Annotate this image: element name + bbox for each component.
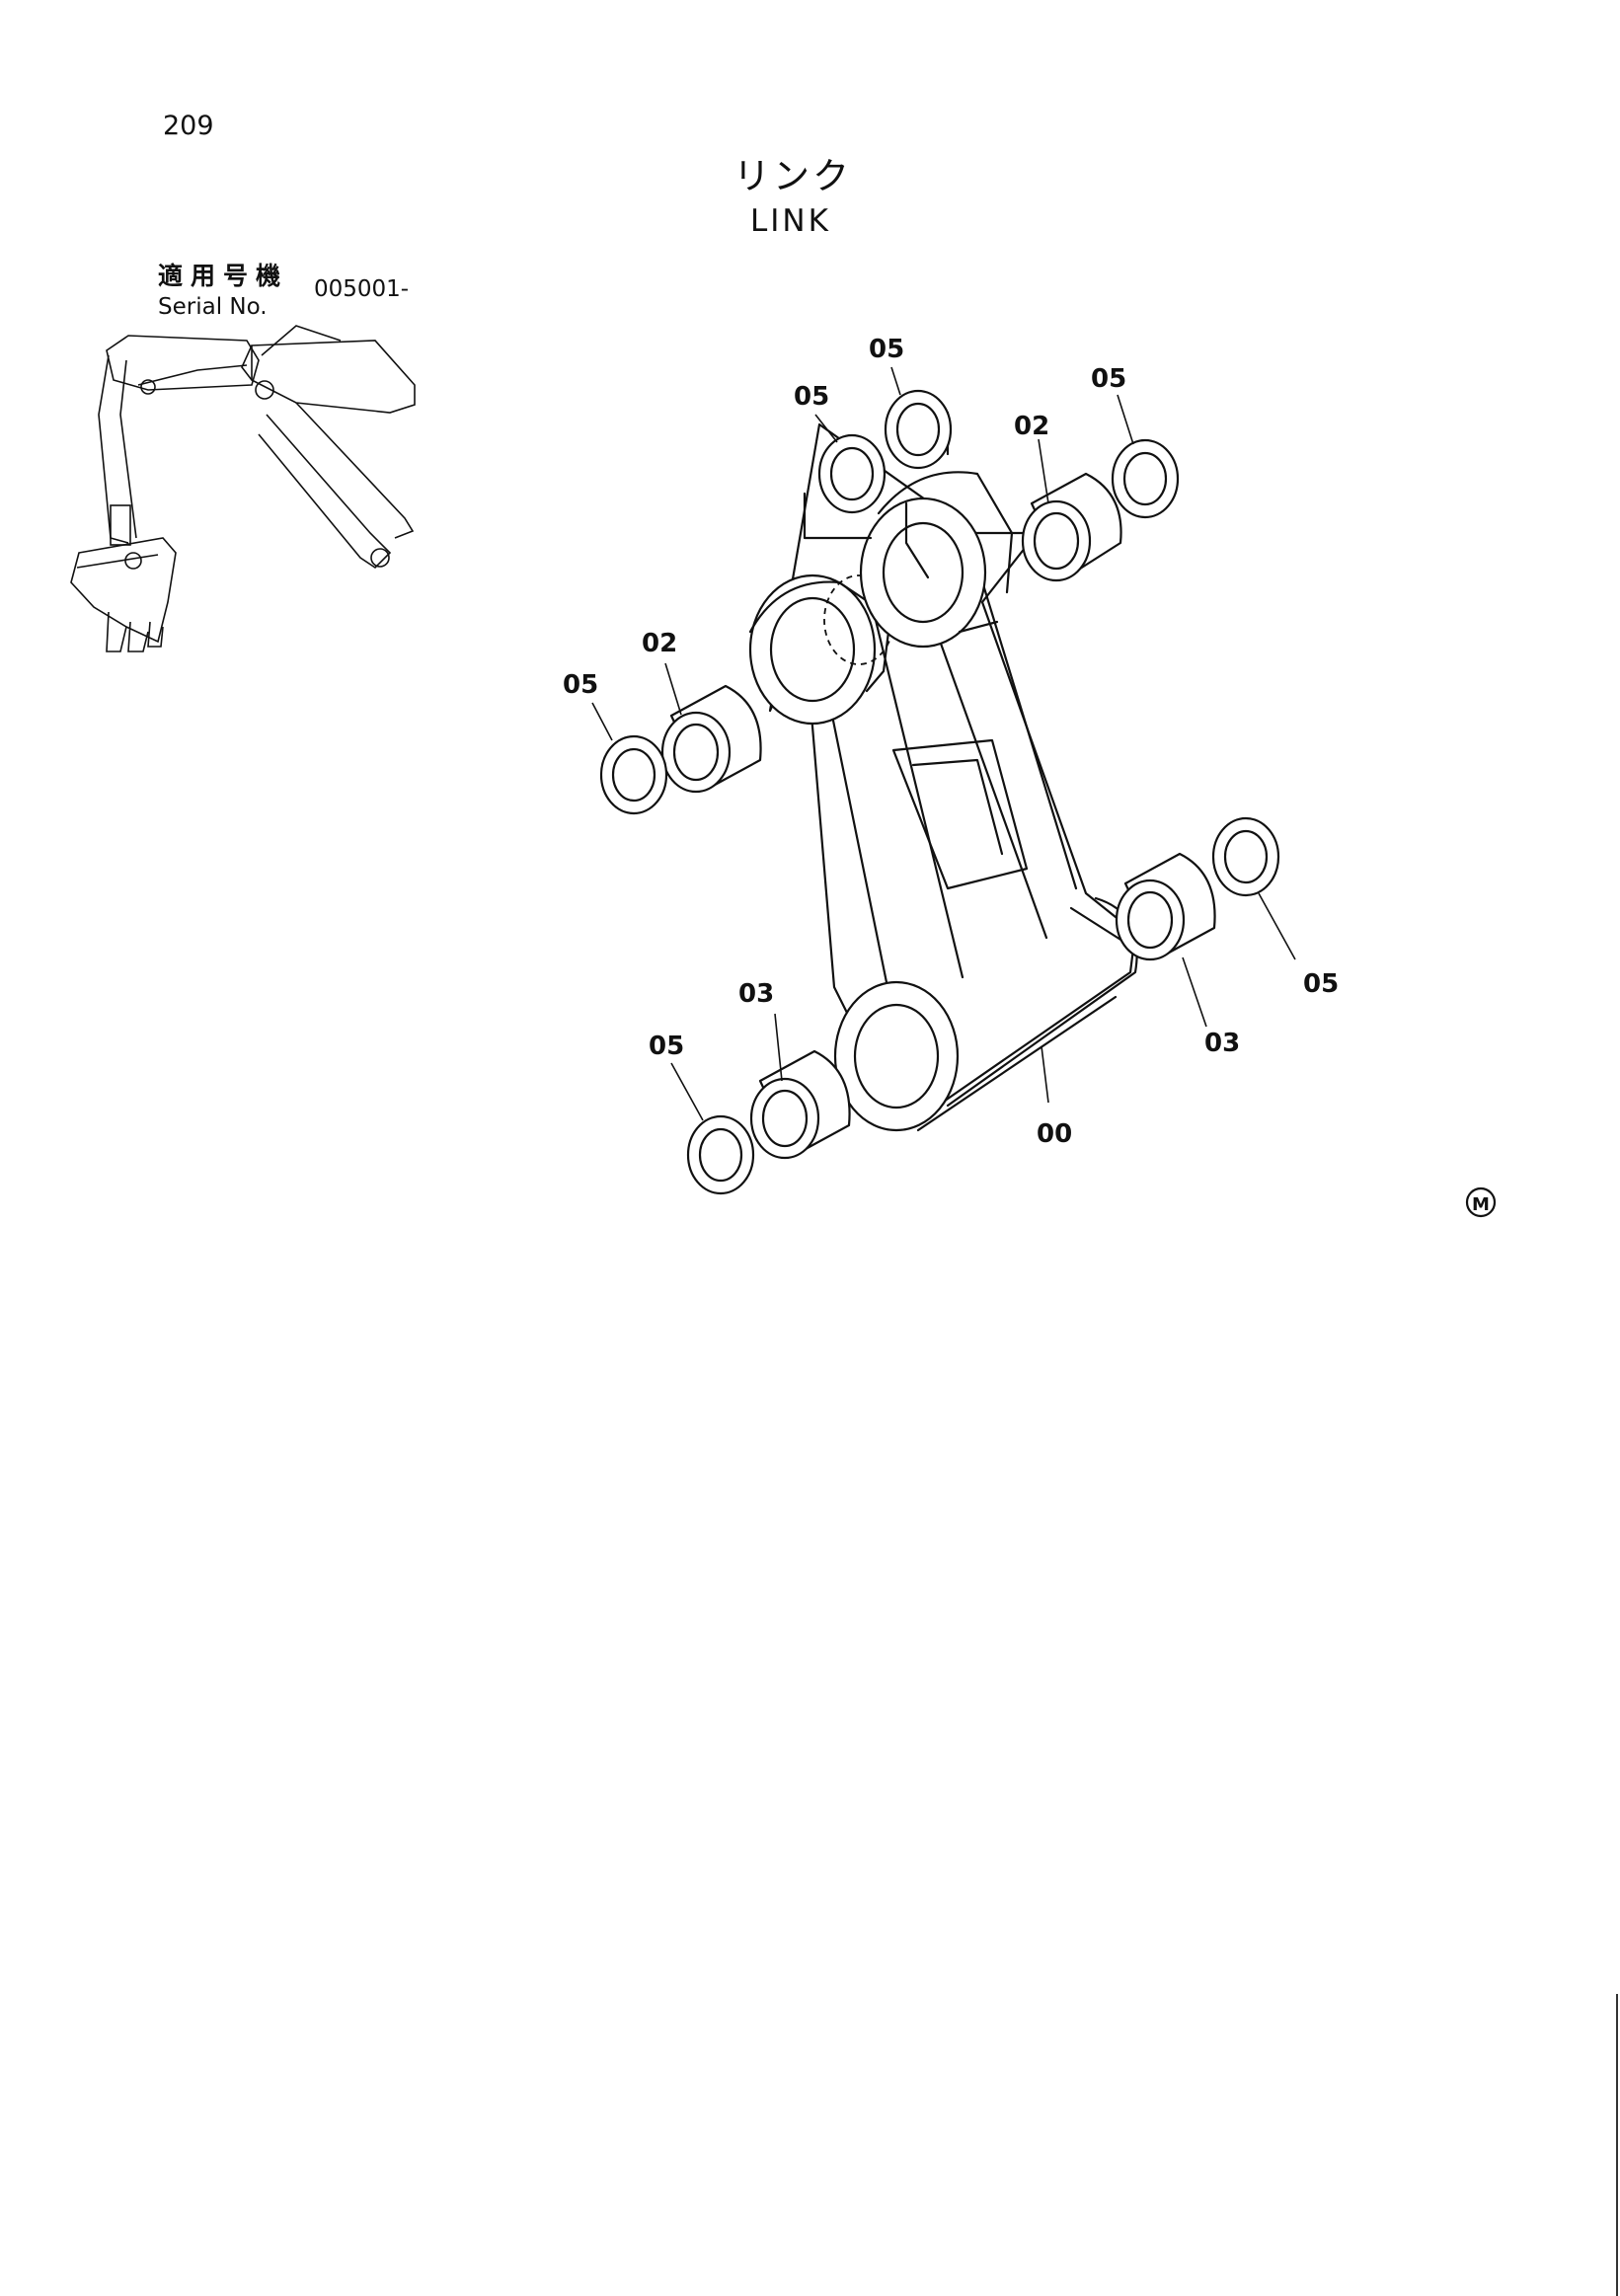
- callout-label-05-top-right: 05: [1091, 364, 1126, 394]
- callout-label-00-link: 00: [1037, 1119, 1072, 1149]
- serial-label-english: Serial No.: [158, 294, 268, 320]
- serial-number-value: 005001-: [314, 276, 410, 302]
- seal-05-top-middle: [884, 389, 953, 470]
- bushing-03-right: [1115, 852, 1216, 961]
- serial-label-japanese: 適用号機: [158, 262, 289, 290]
- seal-05-left: [599, 734, 668, 815]
- bushing-02-left: [660, 684, 762, 794]
- seal-05-top-right: [1111, 438, 1180, 519]
- callout-label-03-right: 03: [1204, 1029, 1240, 1058]
- callout-label-05-left: 05: [563, 670, 598, 700]
- page-number: 209: [163, 111, 214, 141]
- callout-label-05-bottom-left: 05: [649, 1032, 684, 1061]
- bushing-02-upper: [1021, 472, 1122, 582]
- callout-label-02-upper: 02: [1014, 412, 1049, 441]
- seal-05-bottom-left: [686, 1114, 755, 1195]
- link-body: [748, 411, 1138, 1132]
- excavator-thumbnail-icon: [70, 325, 416, 652]
- m-mark-letter: M: [1472, 1194, 1490, 1215]
- seal-05-right: [1211, 816, 1280, 897]
- callout-label-02-left: 02: [642, 629, 677, 658]
- bushing-03-left: [749, 1049, 851, 1160]
- callout-label-05-top-left: 05: [794, 382, 829, 412]
- callout-label-05-top-middle: 05: [869, 335, 904, 364]
- callout-label-05-right: 05: [1303, 969, 1339, 999]
- title-english: LINK: [750, 203, 831, 239]
- title-japanese: リンク: [733, 155, 852, 197]
- callout-label-03-left: 03: [738, 979, 774, 1009]
- seal-05-top-left: [817, 433, 887, 514]
- leader-lines: [591, 366, 1296, 1121]
- m-mark-icon: M: [1465, 1186, 1497, 1218]
